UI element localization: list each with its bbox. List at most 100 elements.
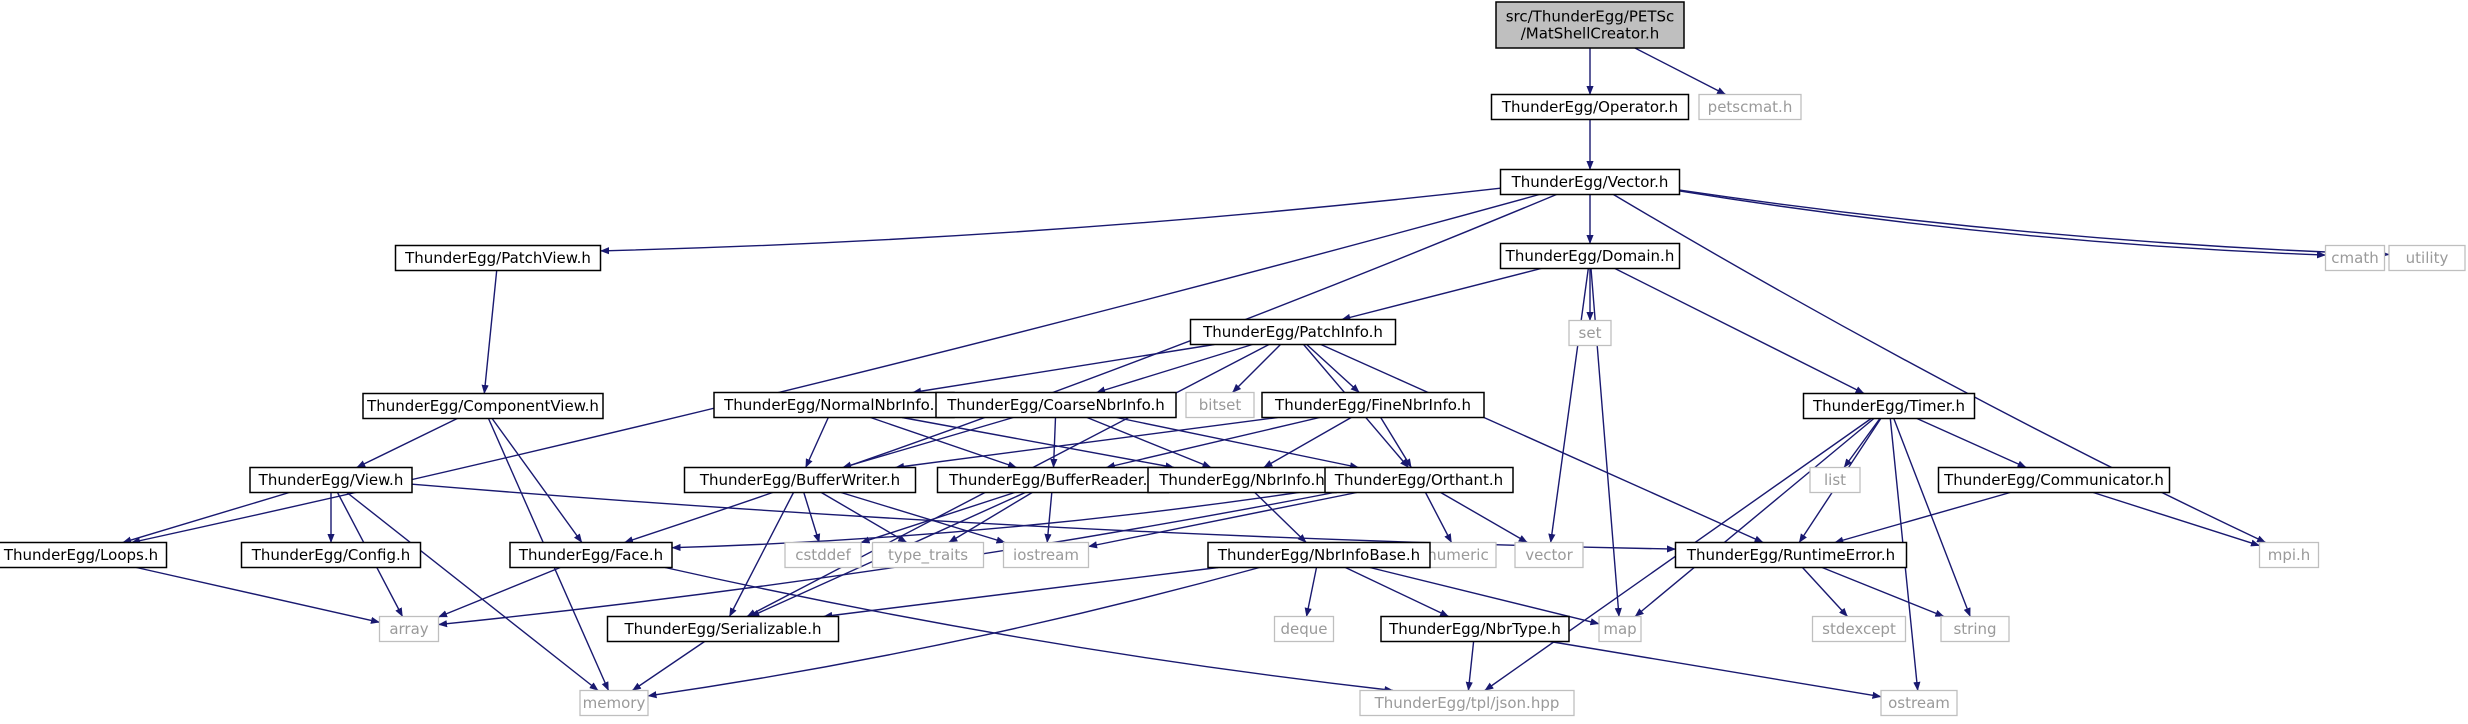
node-box-iostream	[1002, 541, 1090, 569]
node-label-numeric: numeric	[1427, 546, 1488, 564]
node-label-mpi: mpi.h	[2268, 546, 2311, 564]
node-box-string	[1940, 615, 2010, 643]
node-box-mpi	[2258, 541, 2320, 569]
edge-vector_h-to-face	[624, 193, 1557, 544]
edge-serializable-to-memory	[632, 640, 705, 692]
node-componentview[interactable]: ThunderEgg/ComponentView.h	[362, 392, 604, 420]
node-label-cmath: cmath	[2331, 249, 2378, 267]
node-type_traits: type_traits	[871, 541, 985, 569]
node-operator[interactable]: ThunderEgg/Operator.h	[1490, 93, 1690, 121]
node-box-utility	[2388, 244, 2466, 272]
node-box-finenbr	[1261, 391, 1485, 419]
node-vector_std: vector	[1514, 541, 1584, 569]
node-label-root: src/ThunderEgg/PETSc	[1506, 8, 1675, 26]
node-label-array: array	[389, 620, 428, 638]
edge-patchview-to-componentview	[481, 270, 498, 394]
node-vector_h[interactable]: ThunderEgg/Vector.h	[1499, 168, 1681, 196]
node-string: string	[1940, 615, 2010, 643]
node-bufferwriter[interactable]: ThunderEgg/BufferWriter.h	[683, 466, 917, 494]
node-patchview[interactable]: ThunderEgg/PatchView.h	[394, 244, 602, 272]
node-box-timer	[1802, 392, 1976, 420]
node-bufferreader[interactable]: ThunderEgg/BufferReader.h	[936, 466, 1170, 494]
node-label-nbrinfobase: ThunderEgg/NbrInfoBase.h	[1217, 546, 1420, 564]
edge-domain-to-timer	[1614, 267, 1865, 395]
node-coarsenbr[interactable]: ThunderEgg/CoarseNbrInfo.h	[935, 391, 1177, 419]
node-box-domain	[1499, 242, 1681, 270]
edge-orthant-to-vector_std	[1440, 491, 1528, 544]
node-box-loops	[0, 541, 168, 569]
node-box-set	[1568, 319, 1612, 347]
edge-finenbr-to-bufferwriter	[895, 416, 1278, 470]
node-label-nbrinfo: ThunderEgg/NbrInfo.h	[1158, 471, 1324, 489]
node-loops[interactable]: ThunderEgg/Loops.h	[0, 541, 168, 569]
node-cstddef: cstddef	[784, 541, 862, 569]
edge-orthant-to-array	[438, 491, 1335, 628]
node-label-memory: memory	[583, 694, 646, 712]
node-domain[interactable]: ThunderEgg/Domain.h	[1499, 242, 1681, 270]
node-json: ThunderEgg/tpl/json.hpp	[1359, 689, 1575, 717]
node-runtimeerror[interactable]: ThunderEgg/RuntimeError.h	[1674, 541, 1908, 569]
edge-coarsenbr-to-nbrinfo	[1086, 416, 1212, 469]
node-box-coarsenbr	[935, 391, 1177, 419]
node-box-communicator	[1937, 466, 2171, 494]
node-box-runtimeerror	[1674, 541, 1908, 569]
node-mpi: mpi.h	[2258, 541, 2320, 569]
node-label-operator: ThunderEgg/Operator.h	[1501, 98, 1678, 116]
node-view[interactable]: ThunderEgg/View.h	[249, 466, 413, 494]
edge-timer-to-string	[1893, 418, 1971, 617]
node-box-stdexcept	[1811, 615, 1907, 643]
node-set: set	[1568, 319, 1612, 347]
node-orthant[interactable]: ThunderEgg/Orthant.h	[1324, 466, 1514, 494]
edges-layer	[122, 47, 2390, 699]
node-patchinfo[interactable]: ThunderEgg/PatchInfo.h	[1189, 318, 1397, 346]
node-serializable[interactable]: ThunderEgg/Serializable.h	[606, 615, 840, 643]
node-config[interactable]: ThunderEgg/Config.h	[240, 541, 422, 569]
edge-timer-to-list	[1843, 418, 1881, 468]
edge-loops-to-array	[136, 566, 380, 624]
edge-finenbr-to-bufferreader	[1105, 416, 1320, 470]
node-nbrinfo[interactable]: ThunderEgg/NbrInfo.h	[1147, 466, 1337, 494]
node-label-normalnbr: ThunderEgg/NormalNbrInfo.h	[723, 396, 944, 414]
edge-normalnbr-to-bufferreader	[870, 416, 1017, 469]
node-box-nbrinfobase	[1207, 541, 1431, 569]
node-label-iostream: iostream	[1013, 546, 1079, 564]
node-box-array	[378, 615, 440, 643]
edge-domain-to-vector_std	[1548, 268, 1589, 543]
node-box-operator	[1490, 93, 1690, 121]
edge-face-to-array	[438, 566, 561, 618]
node-label-petscmat: petscmat.h	[1708, 98, 1793, 116]
node-label-loops: ThunderEgg/Loops.h	[3, 546, 158, 564]
node-box-serializable	[606, 615, 840, 643]
node-nbrinfobase[interactable]: ThunderEgg/NbrInfoBase.h	[1207, 541, 1431, 569]
edge-componentview-to-view	[356, 417, 458, 469]
node-root[interactable]: src/ThunderEgg/PETSc/MatShellCreator.h	[1495, 1, 1685, 49]
node-label-componentview: ThunderEgg/ComponentView.h	[366, 397, 599, 415]
node-box-config	[240, 541, 422, 569]
node-label-cstddef: cstddef	[795, 546, 851, 564]
node-normalnbr[interactable]: ThunderEgg/NormalNbrInfo.h	[713, 391, 955, 419]
edge-face-to-json	[664, 566, 1394, 694]
node-label-config: ThunderEgg/Config.h	[251, 546, 411, 564]
node-label-finenbr: ThunderEgg/FineNbrInfo.h	[1274, 396, 1471, 414]
node-map: map	[1598, 615, 1642, 643]
node-finenbr[interactable]: ThunderEgg/FineNbrInfo.h	[1261, 391, 1485, 419]
edge-finenbr-to-orthant	[1380, 417, 1412, 468]
node-timer[interactable]: ThunderEgg/Timer.h	[1802, 392, 1976, 420]
node-communicator[interactable]: ThunderEgg/Communicator.h	[1937, 466, 2171, 494]
node-label-set: set	[1579, 324, 1602, 342]
node-box-petscmat	[1698, 93, 1802, 121]
edge-vector_h-to-utility	[1679, 189, 2390, 258]
node-box-componentview	[362, 392, 604, 420]
node-label-bitset: bitset	[1199, 396, 1242, 414]
node-memory: memory	[579, 689, 649, 717]
node-label-face: ThunderEgg/Face.h	[518, 546, 663, 564]
node-box-map	[1598, 615, 1642, 643]
node-face[interactable]: ThunderEgg/Face.h	[509, 541, 673, 569]
edge-normalnbr-to-bufferwriter	[805, 417, 829, 468]
edge-bufferreader-to-cstddef	[860, 491, 1015, 544]
node-label-timer: ThunderEgg/Timer.h	[1812, 397, 1965, 415]
node-nbrtype[interactable]: ThunderEgg/NbrType.h	[1380, 615, 1570, 643]
edge-componentview-to-face	[491, 418, 583, 543]
